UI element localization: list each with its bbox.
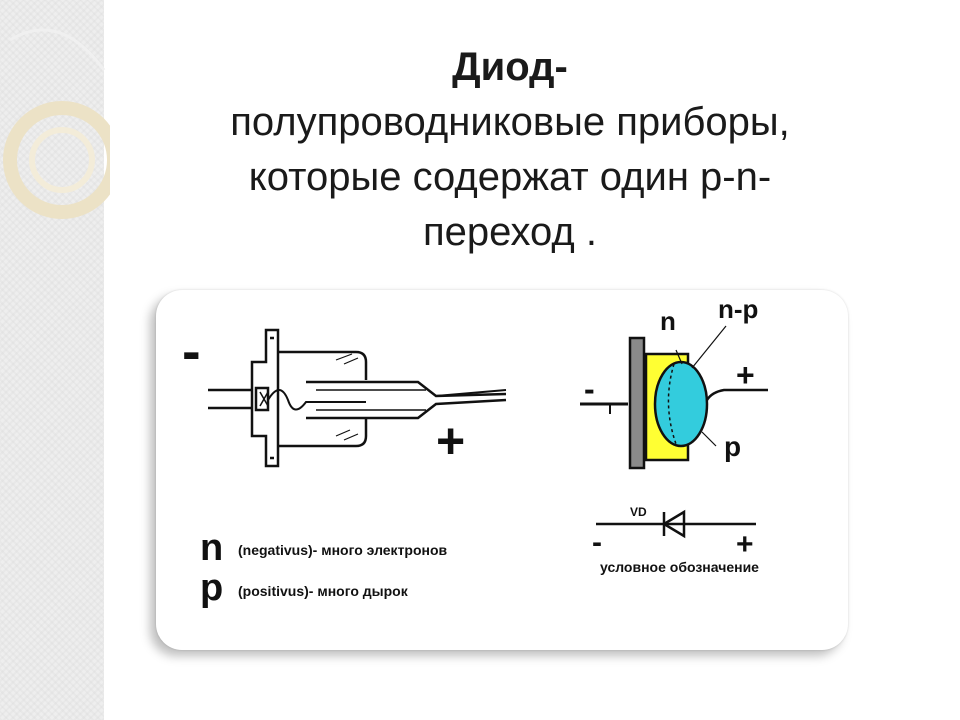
symbol-plus-sign: + — [736, 528, 754, 561]
metal-plate — [628, 336, 646, 470]
junction-plus-sign: + — [736, 357, 755, 393]
junction-label-p: p — [724, 431, 741, 462]
symbol-caption: условное обозначение — [600, 559, 759, 575]
pn-junction-drawing — [580, 325, 768, 470]
symbol-minus-sign: - — [592, 526, 602, 559]
slide-title-block: Диод- полупроводниковые приборы, которые… — [150, 40, 870, 260]
ring-decoration-icon — [3, 28, 110, 219]
legend-letter-n: n — [200, 527, 223, 569]
diode-figure: - + n n-p p - + VD - + условное обозн — [182, 294, 768, 609]
legend-text-p: (positivus)- много дырок — [238, 583, 409, 599]
symbol-ref-vd: VD — [630, 505, 647, 519]
p-region — [653, 360, 709, 448]
diode-figure-panel: - + n n-p p - + VD - + условное обозн — [156, 290, 848, 650]
legend-letter-p: p — [200, 567, 223, 609]
definition-line-3: переход . — [422, 210, 597, 254]
definition-line-1: полупроводниковые приборы, — [230, 100, 790, 144]
device-plus-sign: + — [436, 413, 465, 469]
definition-line-2: которые содержат один p-n- — [248, 155, 772, 199]
diode-device-drawing — [208, 328, 507, 468]
junction-minus-sign: - — [584, 371, 595, 407]
slide-title: Диод- — [452, 45, 568, 89]
junction-label-np: n-p — [718, 294, 758, 324]
junction-label-n: n — [660, 306, 676, 336]
device-minus-sign: - — [182, 319, 201, 382]
diode-symbol — [596, 509, 756, 539]
legend-text-n: (negativus)- много электронов — [238, 542, 448, 558]
